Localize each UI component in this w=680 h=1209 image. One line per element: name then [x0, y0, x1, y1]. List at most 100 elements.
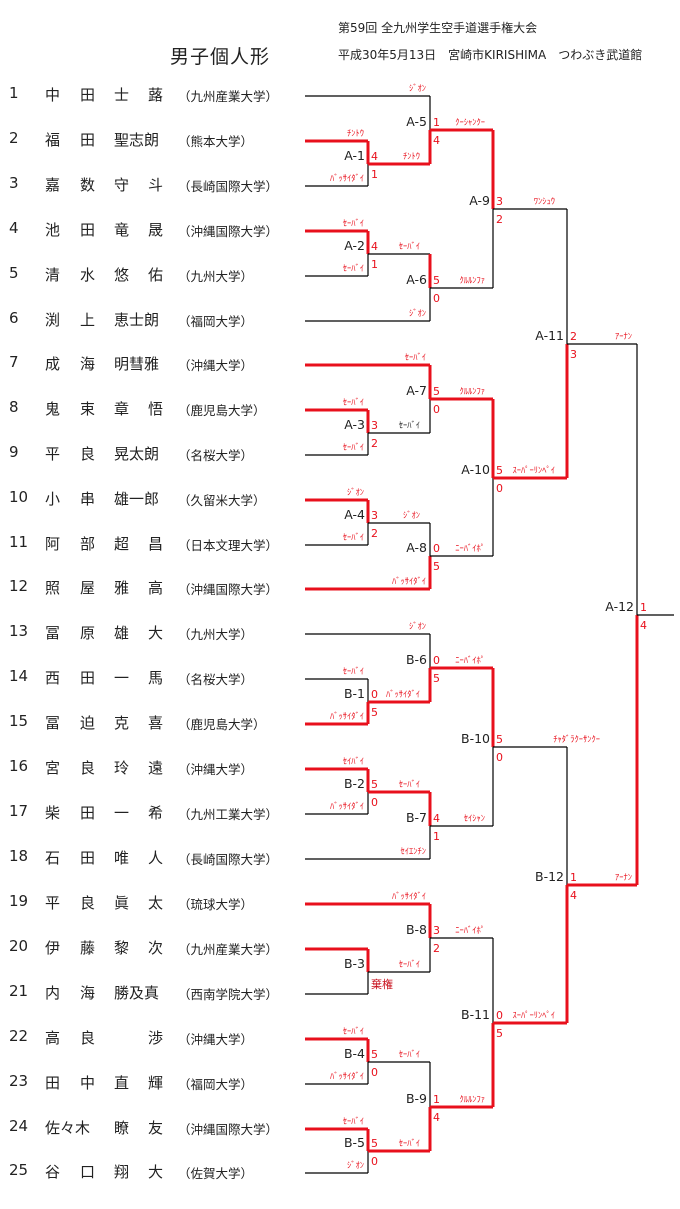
player-name-part: 原: [80, 624, 96, 642]
kata-name: ｸﾙﾙﾝﾌｧ: [459, 1095, 485, 1105]
kata-name: ﾊﾞｯｻｲﾀﾞｲ: [330, 174, 364, 184]
match-label: A-10: [461, 462, 490, 477]
match-score-top: 1: [433, 1093, 440, 1106]
kata-name: ｸﾙﾙﾝﾌｧ: [459, 387, 485, 397]
match-label: B-12: [535, 869, 564, 884]
match-label: A-11: [535, 328, 564, 343]
player-name-part: 大: [148, 1163, 164, 1181]
kata-name: ｼﾞｵﾝ: [409, 84, 426, 94]
match-score-bottom: 2: [371, 437, 378, 450]
kata-name: ｾｰﾊﾞｲ: [343, 264, 364, 274]
seed-number: 22: [9, 1027, 29, 1045]
seed-number: 17: [9, 802, 29, 820]
match-score-bottom: 5: [371, 706, 378, 719]
date-venue: 平成30年5月13日 宮崎市KIRISHIMA つわぶき武道館: [338, 48, 643, 62]
player-name-part: 屋: [80, 579, 96, 597]
match-score-bottom: 1: [371, 168, 378, 181]
match-score-bottom: 1: [433, 830, 440, 843]
player-name-part: 晟: [148, 221, 164, 239]
player-name-part: 直: [114, 1074, 130, 1092]
kata-name: ﾊﾞｯｻｲﾀﾞｲ: [386, 690, 420, 700]
player-school: （長崎国際大学）: [178, 179, 279, 194]
kata-name: ﾁｬﾀﾞﾗｸｰｻﾝｸｰ: [553, 735, 600, 745]
player-name-part: 昌: [148, 535, 164, 553]
player-name-part: 福: [45, 131, 61, 149]
match-label: B-1: [344, 686, 365, 701]
player-school: （沖縄大学）: [178, 762, 254, 777]
seed-number: 2: [9, 129, 19, 147]
match-label: B-4: [344, 1046, 365, 1061]
player-name-part: 柴: [45, 804, 61, 822]
match-label: B-3: [344, 956, 365, 971]
seed-number: 15: [9, 712, 29, 730]
player-school: （九州大学）: [178, 269, 254, 284]
seed-number: 21: [9, 982, 29, 1000]
player-name-part: 人: [148, 849, 164, 867]
match-score-top: 5: [496, 733, 503, 746]
match-score-bottom: 0: [433, 403, 440, 416]
player-school: （沖縄国際大学）: [178, 224, 279, 239]
player-name-part: 雄一郎: [114, 490, 160, 508]
match-score-top: 0: [433, 654, 440, 667]
match-score-bottom: 0: [371, 1155, 378, 1168]
player-name-part: 部: [80, 535, 96, 553]
match-label: A-12: [605, 599, 634, 614]
player-name-part: 良: [80, 1029, 96, 1047]
match-label: B-8: [406, 922, 427, 937]
player-name-part: 小: [45, 490, 61, 508]
kata-name: ﾁﾝﾄｳ: [347, 129, 364, 139]
kata-name: ｾｰﾊﾞｲ: [343, 398, 364, 408]
kata-name: ﾊﾞｯｻｲﾀﾞｲ: [392, 577, 426, 587]
seed-number: 20: [9, 937, 29, 955]
kata-name: ｼﾞｵﾝ: [347, 488, 364, 498]
player-school: （福岡大学）: [178, 1077, 254, 1092]
player-name-part: 成: [45, 355, 61, 373]
kata-name: ｾｲｴﾝﾁﾝ: [400, 847, 426, 857]
player-name-part: 水: [80, 266, 96, 284]
kata-name: ｾｰﾊﾞｲ: [399, 1139, 420, 1149]
seed-number: 1: [9, 84, 19, 102]
player-name-part: 田: [80, 669, 96, 687]
player-school: （九州大学）: [178, 627, 254, 642]
player-name-part: 悟: [148, 400, 164, 418]
player-name-part: 太: [148, 894, 164, 912]
seed-number: 7: [9, 353, 19, 371]
player-name-part: 田: [80, 86, 96, 104]
kata-name: ｾｰﾊﾞｲ: [399, 780, 420, 790]
kata-name: ｾｰﾊﾞｲ: [343, 533, 364, 543]
match-score-top: 0: [496, 1009, 503, 1022]
seed-number: 25: [9, 1161, 29, 1179]
kata-name: ｽｰﾊﾟｰﾘﾝﾍﾟｲ: [512, 466, 555, 476]
match-score-bottom: 2: [496, 213, 503, 226]
kata-name: ｸﾙﾙﾝﾌｧ: [459, 276, 485, 286]
player-name-part: 馬: [148, 669, 164, 687]
kata-name: ｾｰﾊﾞｲ: [343, 1027, 364, 1037]
player-school: （沖縄大学）: [178, 358, 254, 373]
kata-name: ｾｲﾊﾞｲ: [343, 757, 364, 767]
match-score-bottom: 2: [371, 527, 378, 540]
player-name-part: 良: [80, 759, 96, 777]
match-label: A-5: [406, 114, 427, 129]
player-name-part: 照: [45, 579, 61, 597]
match-score-top: 0: [371, 688, 378, 701]
player-name-part: 克: [114, 714, 130, 732]
kata-name: ｼﾞｵﾝ: [403, 511, 420, 521]
player-name-part: 晃太朗: [114, 445, 160, 463]
seed-number: 18: [9, 847, 29, 865]
